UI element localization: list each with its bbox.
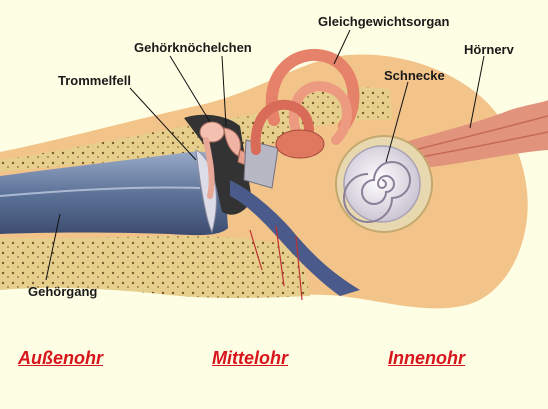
label-gehoergang: Gehörgang (28, 284, 97, 299)
region-innenohr: Innenohr (388, 348, 465, 369)
vestibule (276, 130, 324, 158)
label-schnecke: Schnecke (384, 68, 445, 83)
label-gehoerknoechelchen: Gehörknöchelchen (134, 40, 252, 55)
label-hoernerv: Hörnerv (464, 42, 514, 57)
label-trommelfell: Trommelfell (58, 73, 131, 88)
label-gleichgewichtsorgan: Gleichgewichtsorgan (318, 14, 449, 29)
region-aussenohr: Außenohr (18, 348, 103, 369)
region-mittelohr: Mittelohr (212, 348, 288, 369)
oval-window-block (244, 140, 278, 188)
